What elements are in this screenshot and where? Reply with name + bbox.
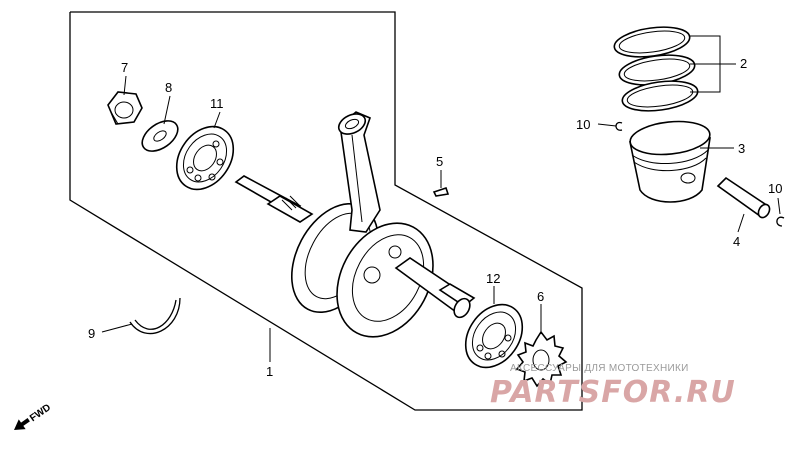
callout-11: 11 [210,96,224,111]
circlip-part-10a [615,121,623,131]
piston-pin-part-4 [716,176,771,219]
callout-9: 9 [88,326,95,341]
bearing-part-11 [175,125,235,191]
crankshaft-part-1 [234,111,476,338]
assembly-outline [69,11,583,411]
nut-part-7 [107,91,143,125]
callout-1: 1 [266,364,273,379]
callout-7: 7 [121,60,128,75]
callout-5: 5 [436,154,443,169]
callout-10a: 10 [576,117,590,132]
callout-6: 6 [537,289,544,304]
callout-2: 2 [740,56,747,71]
callout-8: 8 [165,80,172,95]
piston-rings-part-2 [613,26,699,112]
watermark: АКСЕССУАРЫ ДЛЯ МОТОТЕХНИКИ PARTSFOR.RU [490,363,736,410]
callout-4: 4 [733,234,740,249]
callout-12: 12 [486,271,500,286]
key-part-5 [432,186,450,197]
leader-lines [101,35,781,362]
piston-part-3 [629,120,711,203]
washer-part-8 [141,120,179,152]
circlip-part-10b [776,216,785,227]
callout-10b: 10 [768,181,782,196]
clip-part-9 [129,297,181,335]
fwd-label: FWD [28,402,53,424]
watermark-brand: PARTSFOR.RU [490,375,736,410]
fwd-arrow: FWD [14,402,53,430]
callout-labels: 7 8 11 5 2 3 10 10 4 12 6 9 1 [88,56,782,379]
callout-3: 3 [738,141,745,156]
bearing-part-12 [464,303,524,369]
sprocket-part-6 [515,330,568,388]
watermark-tagline: АКСЕССУАРЫ ДЛЯ МОТОТЕХНИКИ [510,363,689,374]
